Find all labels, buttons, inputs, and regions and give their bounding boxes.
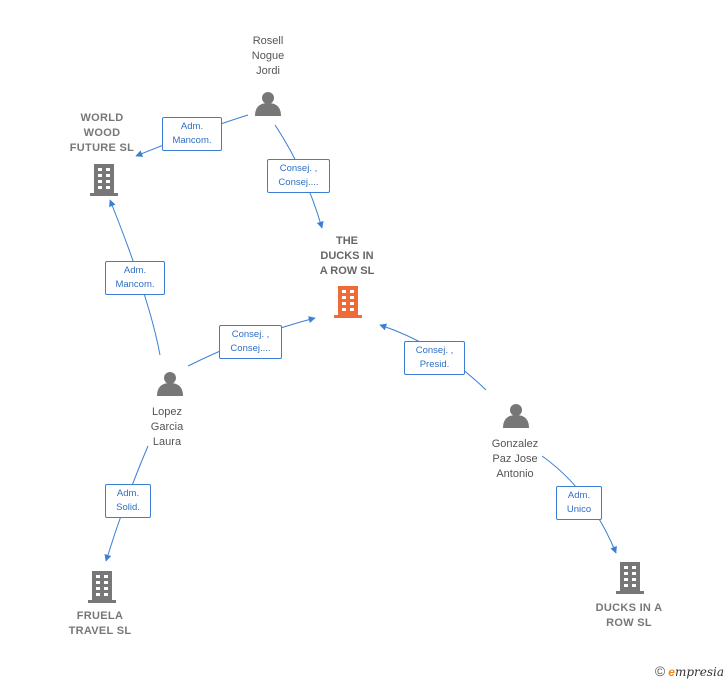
- edge-label-line: Consej....: [278, 177, 319, 188]
- person-icon-gonzalez[interactable]: [503, 404, 529, 428]
- edge-label-line: Adm.: [123, 265, 147, 276]
- edge-label-line: Solid.: [116, 502, 140, 513]
- person-icon-rosell[interactable]: [255, 92, 281, 116]
- node-label-rosell[interactable]: Rosell Nogue Jordi: [251, 35, 285, 77]
- edge-label-line: Adm.: [116, 488, 140, 499]
- edge-label-line: Mancom.: [172, 135, 212, 146]
- edge-label-rosell-ducks[interactable]: Consej. , Consej....: [267, 159, 330, 193]
- node-label-gonzalez[interactable]: Gonzalez Paz Jose Antonio: [491, 438, 539, 480]
- edge-label-gonzalez-ducksrow[interactable]: Adm. Unico: [556, 486, 602, 520]
- node-label-ducks-row[interactable]: DUCKS IN A ROW SL: [595, 602, 663, 629]
- building-icon-the-ducks[interactable]: [334, 286, 362, 318]
- building-icon-world-wood[interactable]: [90, 164, 118, 196]
- edge-label-line: Consej....: [230, 343, 271, 354]
- edge-label-line: Presid.: [419, 359, 450, 370]
- edge-label-lopez-world[interactable]: Adm. Mancom.: [105, 261, 165, 295]
- edge-label-line: Adm.: [567, 490, 591, 501]
- edge-label-line: Mancom.: [115, 279, 155, 290]
- edge-label-gonzalez-ducks[interactable]: Consej. , Presid.: [404, 341, 465, 375]
- edge-label-rosell-world[interactable]: Adm. Mancom.: [162, 117, 222, 151]
- edge-label-line: Consej. ,: [231, 329, 270, 340]
- brand-logo-text: mpresia: [674, 665, 724, 679]
- node-label-the-ducks[interactable]: THE DUCKS IN A ROW SL: [319, 235, 375, 277]
- brand-logo-initial: e: [668, 665, 675, 679]
- edge-label-lopez-ducks[interactable]: Consej. , Consej....: [219, 325, 282, 359]
- copyright-symbol: ©: [654, 663, 666, 679]
- edge-label-lopez-fruela[interactable]: Adm. Solid.: [105, 484, 151, 518]
- node-label-fruela[interactable]: FRUELA TRAVEL SL: [68, 610, 132, 637]
- node-label-world-wood[interactable]: WORLD WOOD FUTURE SL: [69, 112, 135, 154]
- edge-label-line: Consej. ,: [279, 163, 318, 174]
- building-icon-fruela[interactable]: [88, 571, 116, 603]
- node-label-lopez[interactable]: Lopez Garcia Laura: [150, 406, 184, 448]
- edge-label-line: Adm.: [180, 121, 204, 132]
- person-icon-lopez[interactable]: [157, 372, 183, 396]
- footer-brand[interactable]: ©empresia: [655, 663, 724, 679]
- edge-label-line: Unico: [566, 504, 592, 515]
- edge-label-line: Consej. ,: [415, 345, 454, 356]
- building-icon-ducks-row[interactable]: [616, 562, 644, 594]
